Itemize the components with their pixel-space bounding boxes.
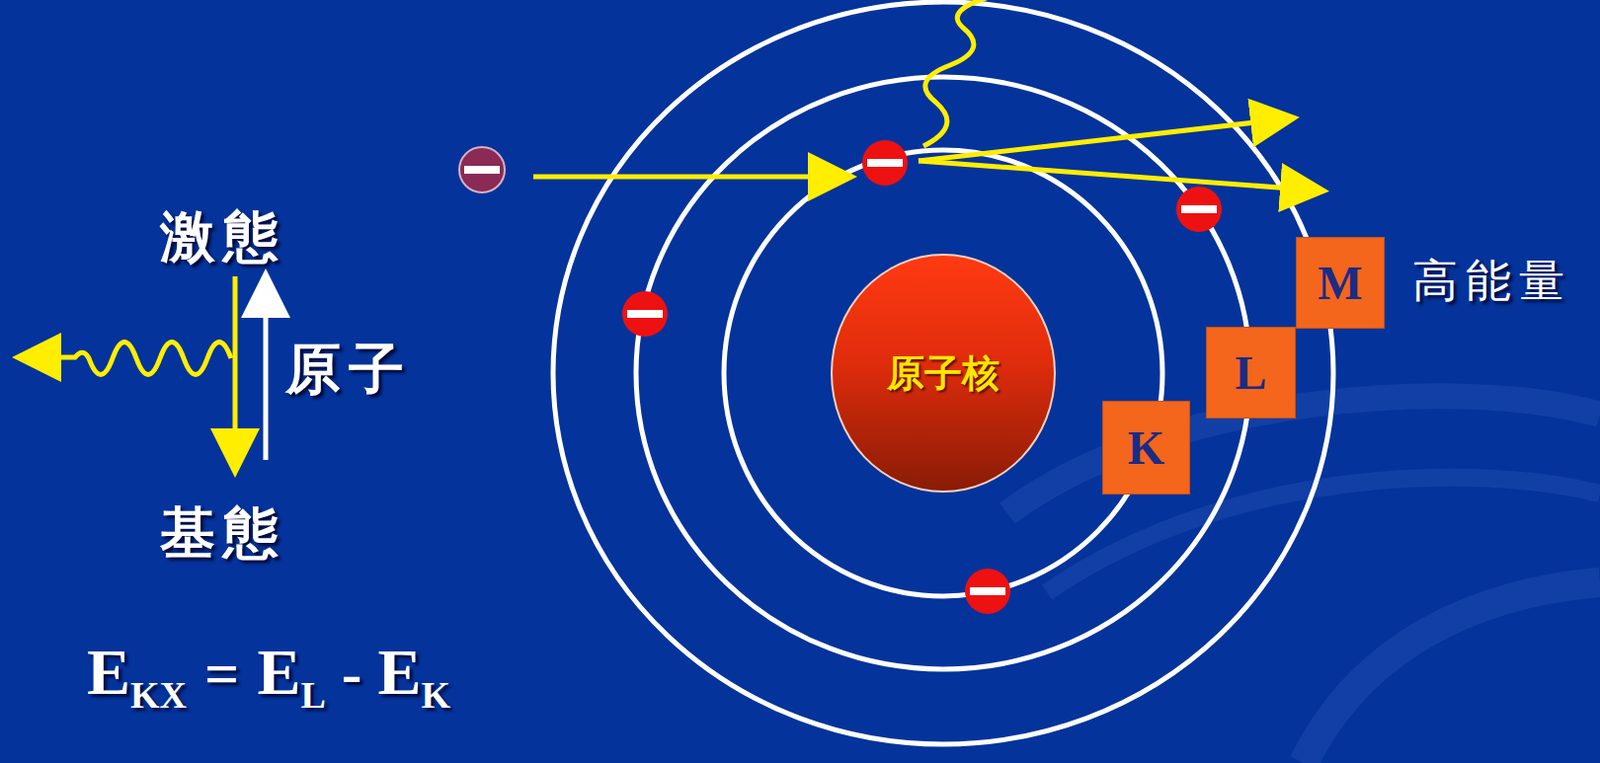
formula-subscript: L — [300, 676, 325, 715]
electron-body — [964, 568, 1011, 615]
formula: EKX=EL-EK — [86, 640, 451, 706]
orbital-electron — [862, 140, 908, 186]
node-text: 原子核 — [886, 348, 1000, 400]
photon-wave — [923, 0, 993, 147]
orbital-electron — [1176, 186, 1222, 233]
state-label: 基態 — [160, 502, 287, 564]
shell-box: K — [1102, 400, 1191, 495]
state-label: 激態 — [160, 206, 287, 268]
electron-minus — [867, 159, 903, 167]
swirl-arc — [1303, 582, 1600, 763]
incoming-arrow — [533, 174, 848, 180]
electron-body — [1176, 186, 1222, 233]
node-text: K — [1127, 420, 1165, 476]
electron-minus — [1181, 205, 1217, 214]
orbital-electron — [622, 291, 668, 337]
emitted-photon — [21, 342, 232, 376]
electron-body — [622, 291, 668, 337]
scatter-arrow — [918, 118, 1290, 161]
formula-operator: - — [341, 642, 363, 705]
deexcitation-arrow — [233, 276, 239, 469]
atom-label: 原子 — [285, 338, 412, 400]
formula-operator: = — [204, 642, 240, 705]
node-text: M — [1317, 255, 1362, 311]
electron-minus — [627, 310, 663, 319]
formula-symbol: E — [86, 640, 131, 706]
formula-subscript: K — [420, 676, 451, 715]
shell-box: L — [1205, 326, 1296, 419]
formula-subscript: KX — [130, 676, 187, 715]
formula-symbol: E — [377, 640, 421, 706]
electron-minus — [464, 165, 500, 174]
orbit-l — [636, 77, 1251, 670]
scatter-arrow — [918, 160, 1320, 191]
orbit-k — [723, 150, 1163, 597]
shell-box: M — [1295, 237, 1385, 329]
orbital-electron — [964, 568, 1011, 615]
electron-body — [459, 147, 505, 193]
energy-label: 高能量 — [1412, 255, 1573, 307]
background-swirl — [1007, 396, 1600, 763]
nucleus: 原子核 — [830, 253, 1056, 493]
electron-body — [862, 140, 908, 186]
formula-symbol: E — [256, 640, 301, 706]
electron-minus — [969, 587, 1006, 596]
excitation-arrow — [263, 278, 269, 461]
incident-electron — [459, 147, 505, 193]
node-text: L — [1234, 345, 1267, 400]
